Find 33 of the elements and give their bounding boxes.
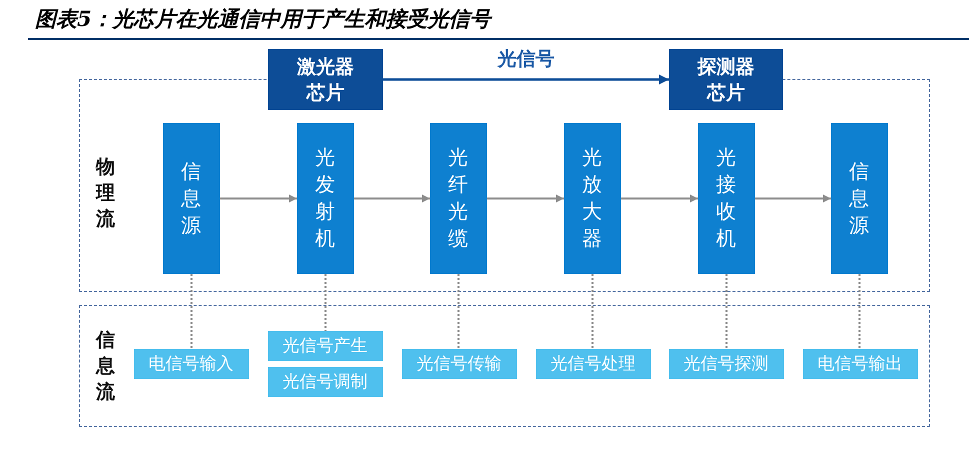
dotted-line [592,274,594,349]
arrow [487,194,564,202]
dotted-line [458,274,460,349]
function-box: 光信号传输 [402,348,516,378]
process-box: 光接收机 [698,122,754,274]
arrow [621,194,698,202]
arrow [354,194,430,202]
edge-label: 光信号 [494,46,558,70]
dotted-line [858,274,860,349]
function-box: 光信号产生 [268,330,382,360]
chip-box: 探测器芯片 [669,49,783,110]
dashed-frame [79,305,930,427]
process-box: 光发射机 [296,122,354,274]
function-box: 电信号输出 [802,348,918,378]
process-box: 光放大器 [564,122,620,274]
process-box: 信息源 [830,122,888,274]
chip-box: 激光器芯片 [268,49,383,110]
process-box: 信息源 [162,122,220,274]
dotted-line [324,274,326,331]
function-box: 电信号输入 [134,348,248,378]
title: 图表5：光芯片在光通信中用于产生和接受光信号 [35,5,491,33]
arrow [755,194,831,202]
function-box: 光信号调制 [268,366,382,396]
arrow [220,194,297,202]
dashed-frame [79,79,930,292]
function-box: 光信号处理 [536,348,650,378]
arrow [383,74,669,84]
dotted-line [726,274,728,349]
process-box: 光纤光缆 [430,122,486,274]
group-label: 信息流 [94,328,116,404]
function-box: 光信号探测 [668,348,784,378]
dotted-line [190,274,192,349]
group-label: 物理流 [94,154,116,232]
